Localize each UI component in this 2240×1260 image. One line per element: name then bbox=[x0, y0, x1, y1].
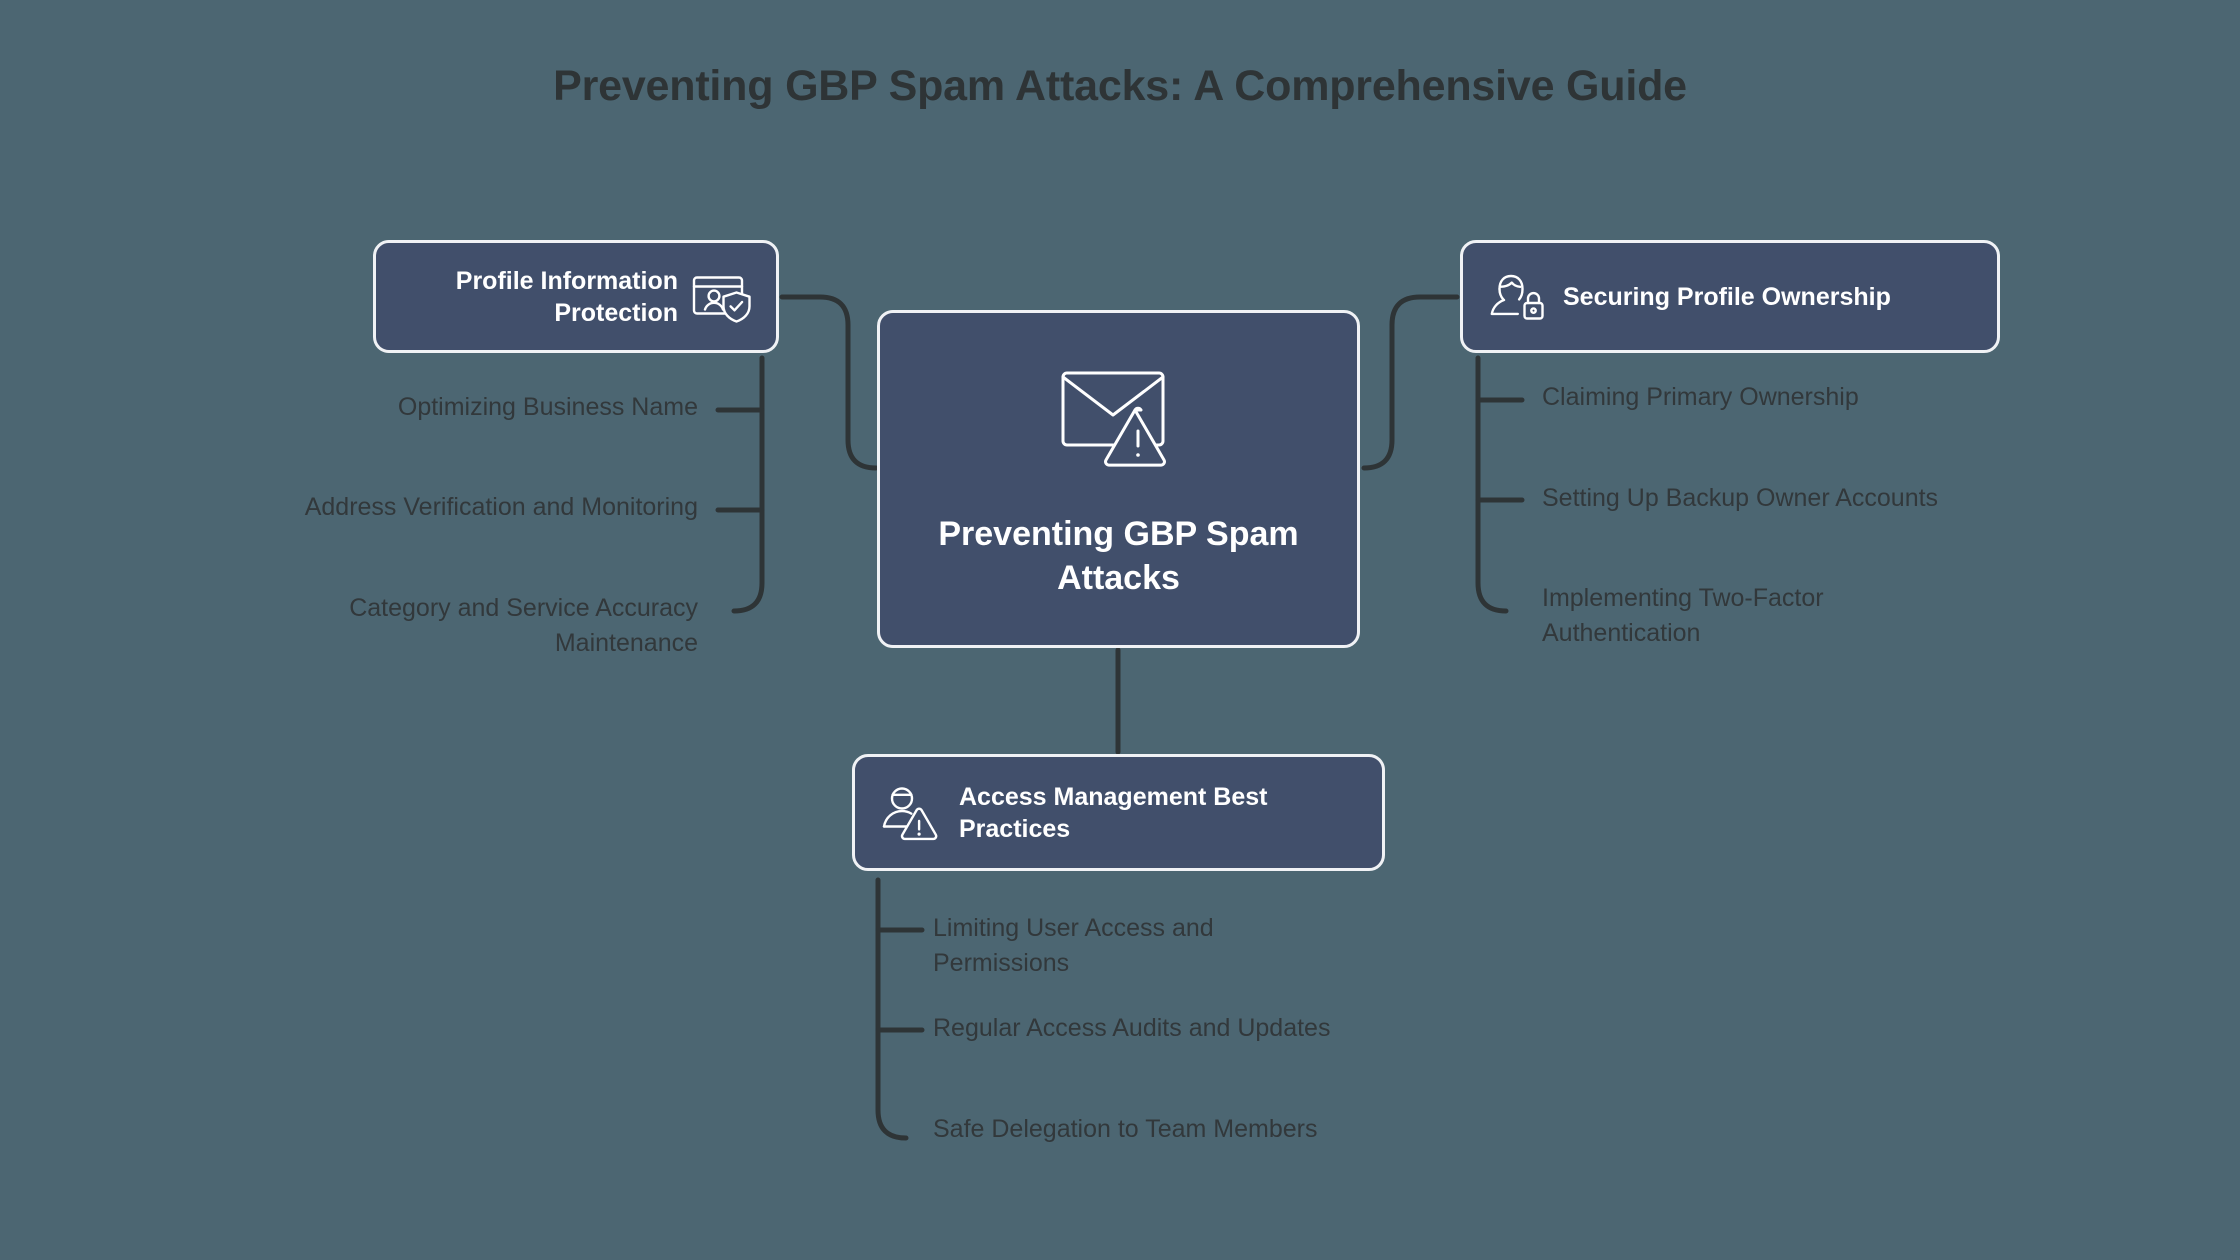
node-center-label: Preventing GBP Spam Attacks bbox=[938, 515, 1299, 597]
connector-left-to-center bbox=[779, 294, 879, 471]
node-access-label: Access Management Best Practices bbox=[959, 782, 1268, 843]
person-warning-icon bbox=[881, 782, 943, 844]
leaf-item-category-and-service-accuracy-maintenance: Category and Service Accuracy Maintenanc… bbox=[349, 594, 698, 657]
leaf-item-optimizing-business-name: Optimizing Business Name bbox=[397, 393, 698, 421]
node-ownership-label: Securing Profile Ownership bbox=[1563, 282, 1891, 311]
leaf-item-limiting-user-access-and-permissions: Limiting User Access and Permissions bbox=[933, 914, 1214, 977]
profile-card-shield-check-icon bbox=[692, 268, 754, 326]
leaf-trunk-bottom bbox=[875, 877, 909, 1141]
page-title: Preventing GBP Spam Attacks: A Comprehen… bbox=[553, 62, 1687, 110]
envelope-warning-icon bbox=[1053, 357, 1185, 479]
leaf-item-regular-access-audits-and-updates: Regular Access Audits and Updates bbox=[933, 1014, 1331, 1042]
node-access-management-best-practices[interactable]: Access Management Best Practices bbox=[852, 754, 1385, 871]
leaf-item-claiming-primary-ownership: Claiming Primary Ownership bbox=[1542, 383, 1859, 411]
node-profile-information-protection[interactable]: Profile Information Protection bbox=[373, 240, 779, 353]
leaf-item-implementing-two-factor-authentication: Implementing Two-Factor Authentication bbox=[1542, 584, 1824, 647]
node-securing-profile-ownership[interactable]: Securing Profile Ownership bbox=[1460, 240, 2000, 353]
person-lock-icon bbox=[1487, 268, 1549, 326]
leaf-trunk-right bbox=[1475, 355, 1509, 614]
node-profile-label: Profile Information Protection bbox=[455, 266, 678, 327]
leaf-item-safe-delegation-to-team-members: Safe Delegation to Team Members bbox=[933, 1115, 1318, 1143]
connector-right-to-center bbox=[1361, 294, 1460, 471]
leaf-item-setting-up-backup-owner-accounts: Setting Up Backup Owner Accounts bbox=[1542, 484, 1939, 512]
leaf-item-address-verification-and-monitoring: Address Verification and Monitoring bbox=[304, 493, 698, 521]
leaf-trunk-left bbox=[731, 355, 765, 614]
node-center-preventing-gbp-spam-attacks[interactable]: Preventing GBP Spam Attacks bbox=[877, 310, 1360, 648]
